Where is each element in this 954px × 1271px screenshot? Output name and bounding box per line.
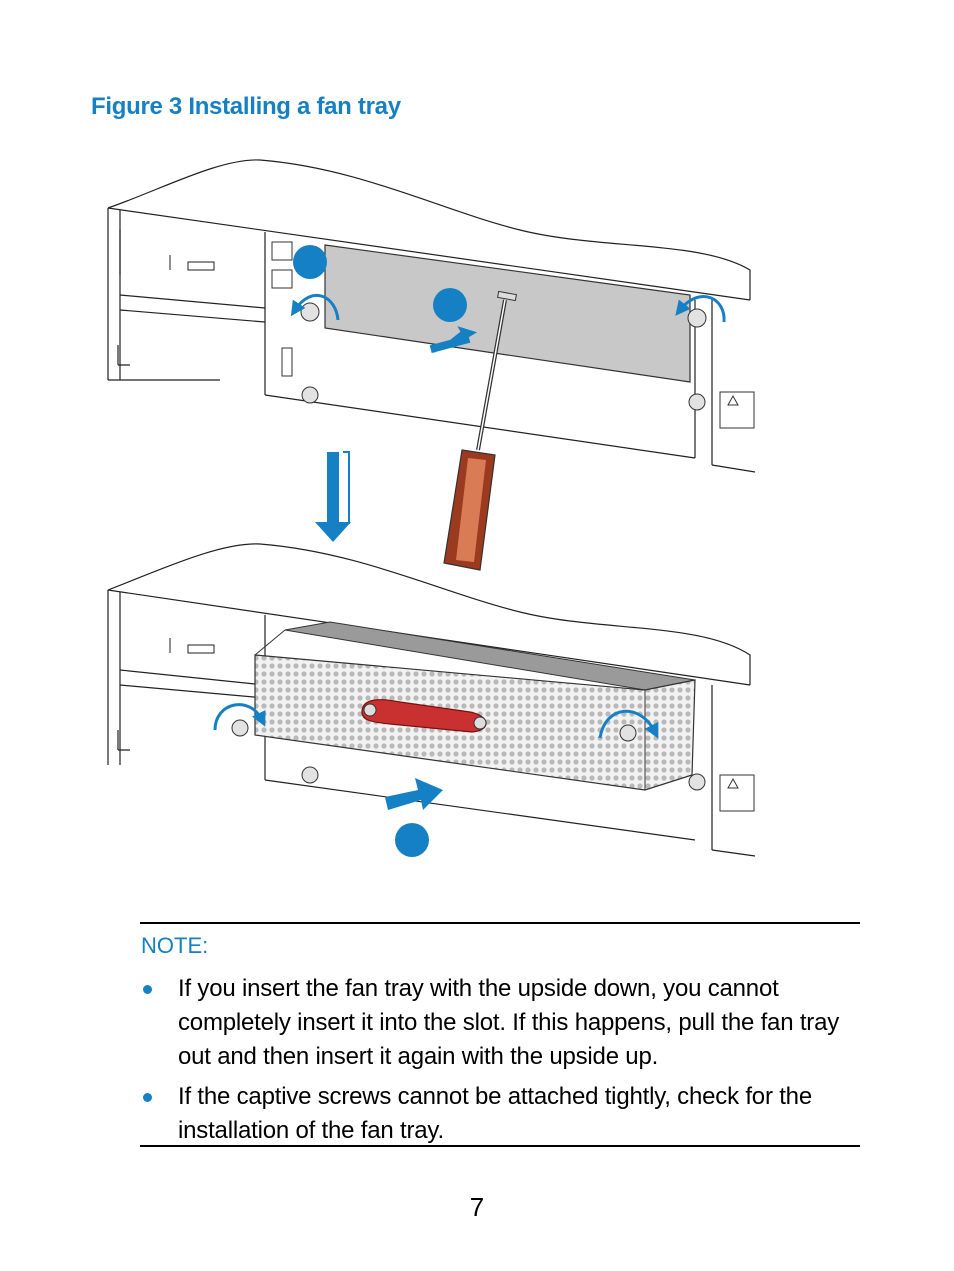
upper-module-handle [169, 255, 215, 271]
step-3-callout [395, 823, 429, 857]
captive-screw-icon [231, 719, 637, 742]
step-1-callout [293, 245, 327, 279]
lower-module-handle [169, 638, 215, 654]
note-text: If you insert the fan tray with the upsi… [178, 975, 840, 1070]
page-number: 7 [469, 1192, 485, 1222]
figure-title: Figure 3 Installing a fan tray [91, 93, 401, 120]
bullet-icon [143, 1093, 152, 1102]
rotate-counterclockwise-icon [290, 293, 726, 323]
warning-label-icon [719, 774, 755, 812]
rotate-clockwise-icon [213, 703, 659, 739]
screwdriver-icon [443, 290, 517, 571]
note-top-rule [140, 922, 860, 924]
blank-filler-panel [324, 244, 691, 383]
captive-screw-icon [300, 302, 707, 411]
list-item: If the captive screws cannot be attached… [140, 1080, 860, 1148]
fan-tray [254, 621, 696, 791]
upper-chassis [107, 159, 756, 473]
down-arrow-icon [315, 451, 351, 542]
list-item: If you insert the fan tray with the upsi… [140, 972, 860, 1074]
step-2-callout [433, 288, 467, 322]
fan-tray-installation-illustration [107, 159, 756, 857]
note-list: If you insert the fan tray with the upsi… [140, 972, 860, 1154]
note-bottom-rule [140, 1145, 860, 1147]
push-in-arrow-icon [385, 778, 443, 810]
captive-screw-icon [688, 773, 706, 791]
note-label: NOTE: [141, 933, 209, 958]
port-block [271, 241, 293, 377]
bullet-icon [143, 985, 152, 994]
pull-out-arrow-icon [429, 334, 471, 354]
note-text: If the captive screws cannot be attached… [178, 1083, 812, 1144]
warning-label-icon [719, 391, 755, 429]
captive-screw-icon [301, 766, 319, 784]
